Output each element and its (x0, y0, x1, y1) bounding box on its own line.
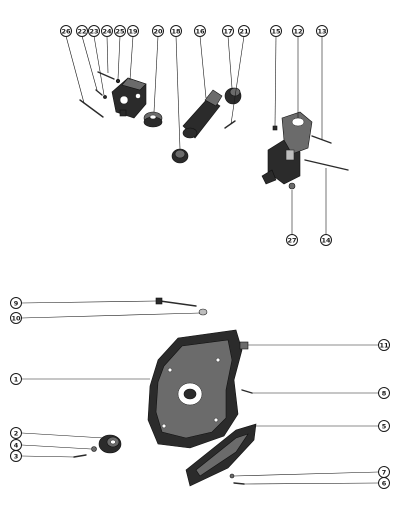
callout-23: 23 (88, 25, 100, 37)
callout-25: 25 (114, 25, 126, 37)
svg-text:17: 17 (223, 27, 232, 35)
upper-leaders (65, 35, 327, 234)
part-5-plate (185, 423, 257, 487)
svg-text:14: 14 (321, 236, 331, 244)
svg-text:1: 1 (14, 375, 19, 383)
callout-7: 7 (378, 466, 390, 478)
callout-18: 18 (170, 25, 182, 37)
part-16-shaft (182, 89, 223, 139)
upper-assembly (79, 71, 349, 190)
svg-text:4: 4 (14, 441, 19, 449)
callout-9: 9 (10, 297, 22, 309)
svg-text:26: 26 (61, 27, 71, 35)
svg-text:27: 27 (287, 236, 296, 244)
svg-text:19: 19 (128, 27, 138, 35)
part-2-seal-carrier (98, 434, 122, 454)
part-22-screw (95, 89, 103, 96)
part-21-screw (224, 120, 236, 129)
part-27-ball (288, 182, 296, 190)
callout-14: 14 (320, 234, 332, 246)
lower-leaders (21, 300, 379, 485)
callout-12: 12 (292, 25, 304, 37)
part-10-washer (198, 308, 208, 316)
callout-4: 4 (10, 439, 22, 451)
callout-21: 21 (238, 25, 250, 37)
callout-2: 2 (10, 427, 22, 439)
svg-text:16: 16 (195, 27, 205, 35)
callouts-top-row: 26 22 23 24 25 19 20 18 16 17 21 15 12 1… (60, 25, 328, 37)
part-4-seal (91, 446, 97, 452)
part-3-screw (73, 454, 87, 458)
part-8-clip (241, 389, 253, 394)
svg-text:23: 23 (89, 27, 98, 35)
svg-text:9: 9 (14, 299, 19, 307)
callout-15: 15 (270, 25, 282, 37)
part-13-pin (311, 135, 332, 144)
svg-text:10: 10 (11, 314, 21, 322)
callout-6: 6 (378, 477, 390, 489)
callout-8: 8 (378, 387, 390, 399)
svg-text:8: 8 (382, 389, 387, 397)
part-18-bushing (171, 148, 189, 164)
callout-17: 17 (222, 25, 234, 37)
svg-text:3: 3 (14, 452, 19, 460)
callout-1: 1 (10, 373, 22, 385)
callout-20: 20 (152, 25, 164, 37)
part-20-seal-carrier (143, 111, 163, 128)
part-11-nut (239, 341, 249, 350)
part-7-washer (229, 473, 235, 479)
svg-text:7: 7 (382, 468, 387, 476)
callout-11: 11 (378, 339, 390, 351)
svg-text:2: 2 (14, 429, 19, 437)
svg-text:22: 22 (77, 27, 86, 35)
svg-text:5: 5 (382, 422, 387, 430)
callout-24: 24 (101, 25, 113, 37)
part-12-housing (261, 111, 313, 185)
part-1-cover-housing (147, 329, 243, 449)
callout-3: 3 (10, 450, 22, 462)
lower-assembly (73, 297, 257, 487)
part-17-bearing (224, 87, 242, 105)
part-24-pin (97, 71, 115, 80)
part-15-nut (272, 125, 278, 131)
callout-19: 19 (127, 25, 139, 37)
part-19-housing (111, 77, 147, 119)
part-23-washer (103, 95, 107, 99)
svg-text:11: 11 (379, 341, 389, 349)
svg-text:15: 15 (271, 27, 281, 35)
svg-text:13: 13 (317, 27, 326, 35)
callout-26: 26 (60, 25, 72, 37)
callout-5: 5 (378, 420, 390, 432)
part-14-rod (304, 159, 349, 171)
svg-text:21: 21 (239, 27, 249, 35)
callout-10: 10 (10, 312, 22, 324)
part-26-bolt (79, 99, 104, 118)
svg-text:12: 12 (293, 27, 302, 35)
part-6-screw (233, 482, 245, 485)
callout-22: 22 (76, 25, 88, 37)
part-25-washer (115, 78, 121, 84)
callouts-lower-left: 9 10 1 2 4 3 (10, 297, 22, 462)
svg-text:20: 20 (153, 27, 163, 35)
callout-27: 27 (286, 234, 298, 246)
callouts-lower-right: 11 8 5 7 6 (378, 339, 390, 489)
callout-13: 13 (316, 25, 328, 37)
svg-text:25: 25 (115, 27, 125, 35)
svg-text:6: 6 (382, 479, 387, 487)
part-9-bolt (155, 297, 197, 307)
callout-16: 16 (194, 25, 206, 37)
svg-text:18: 18 (171, 27, 181, 35)
svg-text:24: 24 (102, 27, 112, 35)
